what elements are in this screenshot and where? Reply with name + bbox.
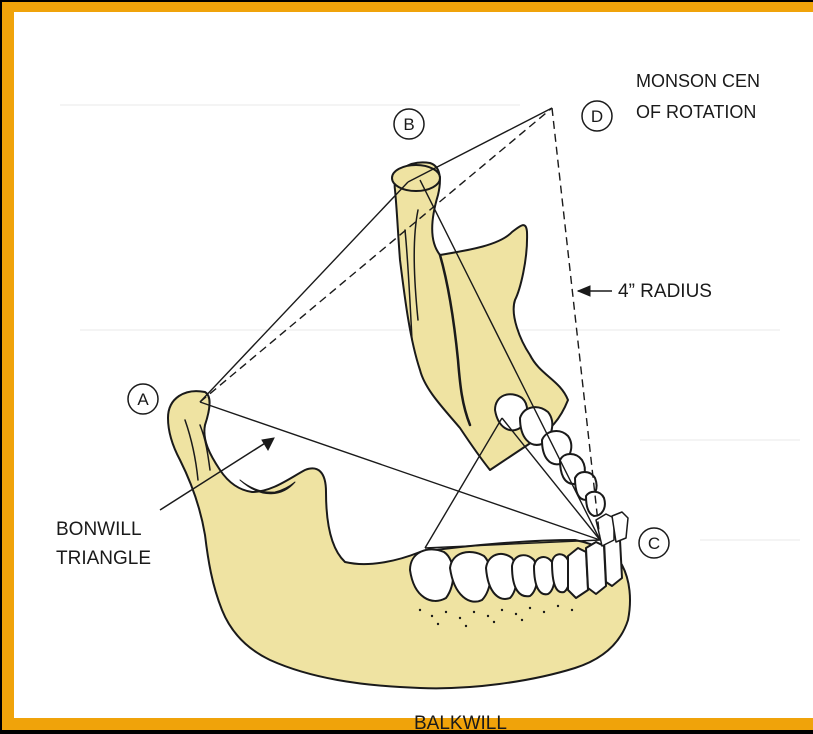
label-d: D [582,101,612,131]
label-b: B [394,109,424,139]
label-b-text: B [403,115,414,134]
label-a: A [128,384,158,414]
balkwill-label: BALKWILL [414,713,507,734]
monson-label-line2: OF ROTATION [636,102,756,122]
label-c-text: C [648,534,660,553]
bonwill-label-line1: BONWILL [56,519,142,540]
bonwill-label-line2: TRIANGLE [56,548,151,569]
label-c: C [639,528,669,558]
label-d-text: D [591,107,603,126]
label-a-text: A [137,390,149,409]
monson-label-line1: MONSON CEN [636,71,760,91]
radius-label: 4” RADIUS [618,281,712,302]
